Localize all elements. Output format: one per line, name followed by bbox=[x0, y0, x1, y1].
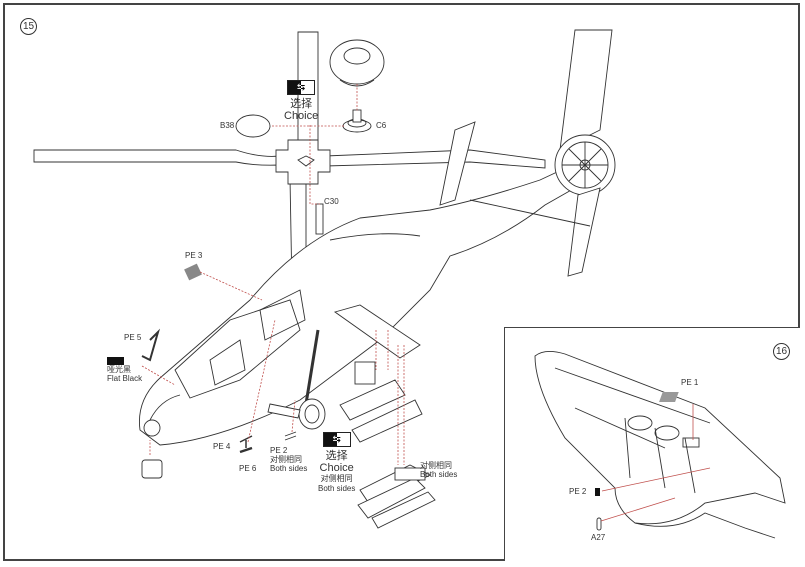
weapon-pods bbox=[339, 361, 423, 443]
both-sides-en: Both sides bbox=[318, 483, 356, 493]
choice-label-cn: 选择 bbox=[290, 97, 313, 110]
pe4-part bbox=[239, 435, 253, 448]
paint-name-en: Flat Black bbox=[107, 374, 143, 384]
a27-part bbox=[596, 517, 602, 531]
choice-label-en: Choice bbox=[319, 461, 354, 474]
both-sides-cn: 对侧相同 bbox=[420, 461, 452, 470]
sensor-part bbox=[141, 459, 163, 479]
choice-callout-top: ⇆ 选择 Choice bbox=[284, 80, 318, 122]
pe6-part bbox=[239, 446, 253, 454]
pe5-part bbox=[141, 328, 161, 362]
both-sides-en: Both sides bbox=[420, 470, 458, 480]
tail-assembly bbox=[439, 29, 616, 277]
b38-part bbox=[235, 114, 271, 138]
pe2-inset-part bbox=[595, 488, 600, 496]
paint-name-cn: 哑光黑 bbox=[107, 365, 131, 375]
pe1-part bbox=[659, 392, 679, 402]
fuselage-underside-drawing bbox=[534, 351, 786, 539]
rocket-launcher bbox=[357, 464, 436, 529]
part-label-c30: C30 bbox=[324, 197, 339, 206]
part-label-pe5: PE 5 bbox=[124, 333, 142, 342]
paint-callout: 哑光黑 Flat Black bbox=[107, 356, 142, 384]
leader-lines bbox=[141, 84, 405, 465]
choice-label-en: Choice bbox=[284, 109, 319, 122]
step-number-15: 15 bbox=[20, 18, 37, 35]
step-number-16: 16 bbox=[773, 343, 790, 360]
pe3-part bbox=[184, 263, 202, 281]
part-label-pe2-inset: PE 2 bbox=[569, 487, 587, 496]
both-sides-cn: 对侧相同 bbox=[270, 455, 302, 465]
paint-swatch-flat-black bbox=[107, 356, 124, 365]
landing-gear bbox=[267, 329, 326, 430]
pe2-part bbox=[284, 431, 297, 441]
rotor-blade-horizontal bbox=[33, 149, 546, 169]
both-sides-cn: 对侧相同 bbox=[320, 474, 353, 484]
step-16-inset: 16 PE 1 PE 2 A27 bbox=[504, 327, 800, 561]
leader-lines-inset bbox=[600, 404, 711, 522]
stub-wing bbox=[333, 304, 421, 359]
rotor-hub bbox=[275, 139, 331, 185]
c30-part bbox=[315, 203, 324, 235]
fuselage bbox=[138, 151, 611, 446]
choice-callout-lower: ⇆ 选择 Choice 对侧相同 Both sides bbox=[318, 432, 355, 494]
part-label-b38: B38 bbox=[220, 121, 235, 130]
rocket-callout: 对侧相同 Both sides bbox=[420, 461, 457, 479]
part-label-c6: C6 bbox=[376, 121, 387, 130]
choice-label-cn: 选择 bbox=[325, 449, 348, 462]
part-label-pe3: PE 3 bbox=[185, 251, 203, 260]
pe2-callout: PE 2 对侧相同 Both sides bbox=[270, 446, 307, 474]
part-label-a27: A27 bbox=[591, 533, 606, 542]
page-frame bbox=[3, 3, 800, 561]
part-label-pe4: PE 4 bbox=[213, 442, 231, 451]
part-label-pe1: PE 1 bbox=[681, 378, 699, 387]
part-label-pe6: PE 6 bbox=[239, 464, 257, 473]
swap-choice-icon: ⇆ bbox=[287, 80, 316, 95]
swap-choice-icon: ⇆ bbox=[322, 432, 351, 447]
part-label-pe2: PE 2 bbox=[270, 446, 288, 455]
both-sides-en: Both sides bbox=[270, 464, 308, 474]
